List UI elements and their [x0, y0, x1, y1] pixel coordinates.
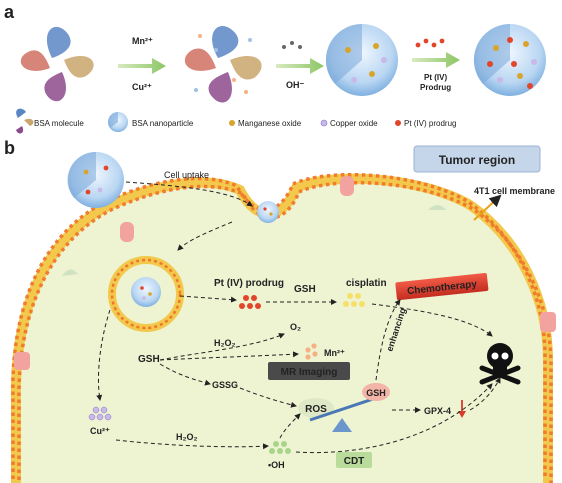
- cdt-label: CDT: [344, 456, 365, 467]
- legend-bsa-molecule: BSA molecule: [34, 119, 84, 128]
- membrane-pointer: [473, 194, 502, 221]
- cell-uptake-label: Cell uptake: [164, 170, 209, 180]
- oh-label: OH⁻: [286, 80, 305, 90]
- chemo-arrow: [371, 303, 493, 337]
- gsh-left-label: GSH: [138, 354, 160, 365]
- uptake-arrow: [125, 181, 253, 207]
- enhancing-arrow: [375, 299, 401, 381]
- mn-dots: [305, 343, 318, 360]
- cu-label-b: Cu²⁺: [90, 426, 110, 436]
- endocytosis-arrow: [177, 221, 233, 251]
- mn-arrow: [159, 351, 299, 361]
- cisplatin-dots: [343, 293, 365, 307]
- cdt-box: CDT: [336, 452, 372, 468]
- mr-imaging-label: MR Imaging: [281, 367, 338, 378]
- tumor-region-label: Tumor region: [439, 153, 515, 167]
- bsa-molecule-cluster: [20, 26, 94, 102]
- synthesis-arrow-2: OH⁻: [276, 41, 324, 90]
- gsh-top-label: GSH: [294, 284, 316, 295]
- nanoparticle-metal-oxide: [325, 23, 398, 96]
- membrane-protein: [540, 312, 556, 332]
- cdt-arrow: [295, 383, 493, 454]
- o2-arrow: [159, 333, 285, 361]
- legend-manganese-oxide: Manganese oxide: [238, 119, 302, 128]
- nanoparticle-loaded: [473, 23, 546, 96]
- pt-prodrug-label: Pt (IV) prodrug: [214, 278, 284, 289]
- legend-swatch-pt: [395, 120, 401, 126]
- legend-pt-prodrug: Pt (IV) prodrug: [404, 119, 456, 128]
- legend-copper-oxide: Copper oxide: [330, 119, 378, 128]
- gsh-balance-label: GSH: [366, 388, 386, 398]
- gssg-ros-arrow: [239, 387, 297, 408]
- cu-release-arrow: [96, 309, 111, 401]
- oh-radical-label: •OH: [268, 460, 285, 470]
- mr-imaging-box: MR Imaging: [268, 362, 350, 380]
- pt-prodrug-dots: [239, 295, 261, 309]
- down-arrow-icon: [458, 400, 466, 418]
- panel-a-letter: a: [4, 2, 15, 22]
- membrane-protein: [14, 352, 30, 370]
- membrane-protein: [340, 176, 354, 196]
- membrane-label: 4T1 cell membrane: [474, 186, 555, 196]
- membrane-glycan: [62, 269, 78, 276]
- ros-gsh-seesaw: ROS GSH: [298, 383, 390, 432]
- nanoparticle-icon: [107, 112, 128, 132]
- nanoparticle-extracellular: [67, 151, 124, 208]
- legend-bsa-nanoparticle: BSA nanoparticle: [132, 119, 194, 128]
- legend: BSA molecule BSA nanoparticle Manganese …: [16, 108, 456, 134]
- gssg-label: GSSG: [212, 380, 238, 390]
- membrane-protein: [120, 222, 134, 242]
- ros-label: ROS: [305, 404, 327, 415]
- oh-ros-arrow: [279, 413, 301, 439]
- gssg-arrow: [159, 363, 211, 386]
- skull-icon: [479, 343, 521, 385]
- gpx4-label: GPX-4: [424, 406, 451, 416]
- synthesis-arrow-3: Pt (IV) Prodrug: [412, 38, 460, 92]
- pt-label-line2: Prodrug: [420, 83, 451, 92]
- legend-swatch-manganese: [229, 120, 235, 126]
- endosome: [108, 256, 184, 332]
- mn-label-b: Mn²⁺: [324, 348, 345, 358]
- synthesis-arrow-1: Mn²⁺ Cu²⁺: [118, 36, 166, 92]
- cell-body: [15, 178, 549, 483]
- h2o2-bottom-label: H₂O₂: [176, 432, 198, 442]
- cisplatin-label: cisplatin: [346, 278, 387, 289]
- h2o2-top-label: H₂O₂: [214, 338, 236, 348]
- nanoparticle-internalizing: [257, 201, 279, 223]
- tumor-region-box: Tumor region: [413, 145, 541, 173]
- pt-label-line1: Pt (IV): [424, 73, 447, 82]
- mn-label: Mn²⁺: [132, 36, 153, 46]
- panel-b-letter: b: [4, 138, 15, 158]
- legend-swatch-copper: [320, 119, 328, 127]
- protein-icon: [16, 108, 34, 134]
- gpx4-death-arrow: [469, 377, 501, 411]
- oh-radical-dots: [269, 441, 291, 454]
- cu-dots: [88, 406, 112, 421]
- chemotherapy-banner: Chemotherapy: [395, 273, 489, 301]
- membrane-glycan: [428, 205, 446, 210]
- release-arrow: [179, 295, 237, 303]
- o2-label: O₂: [290, 322, 301, 332]
- cu-label: Cu²⁺: [132, 82, 152, 92]
- bsa-molecule-ion-cluster: [184, 25, 262, 103]
